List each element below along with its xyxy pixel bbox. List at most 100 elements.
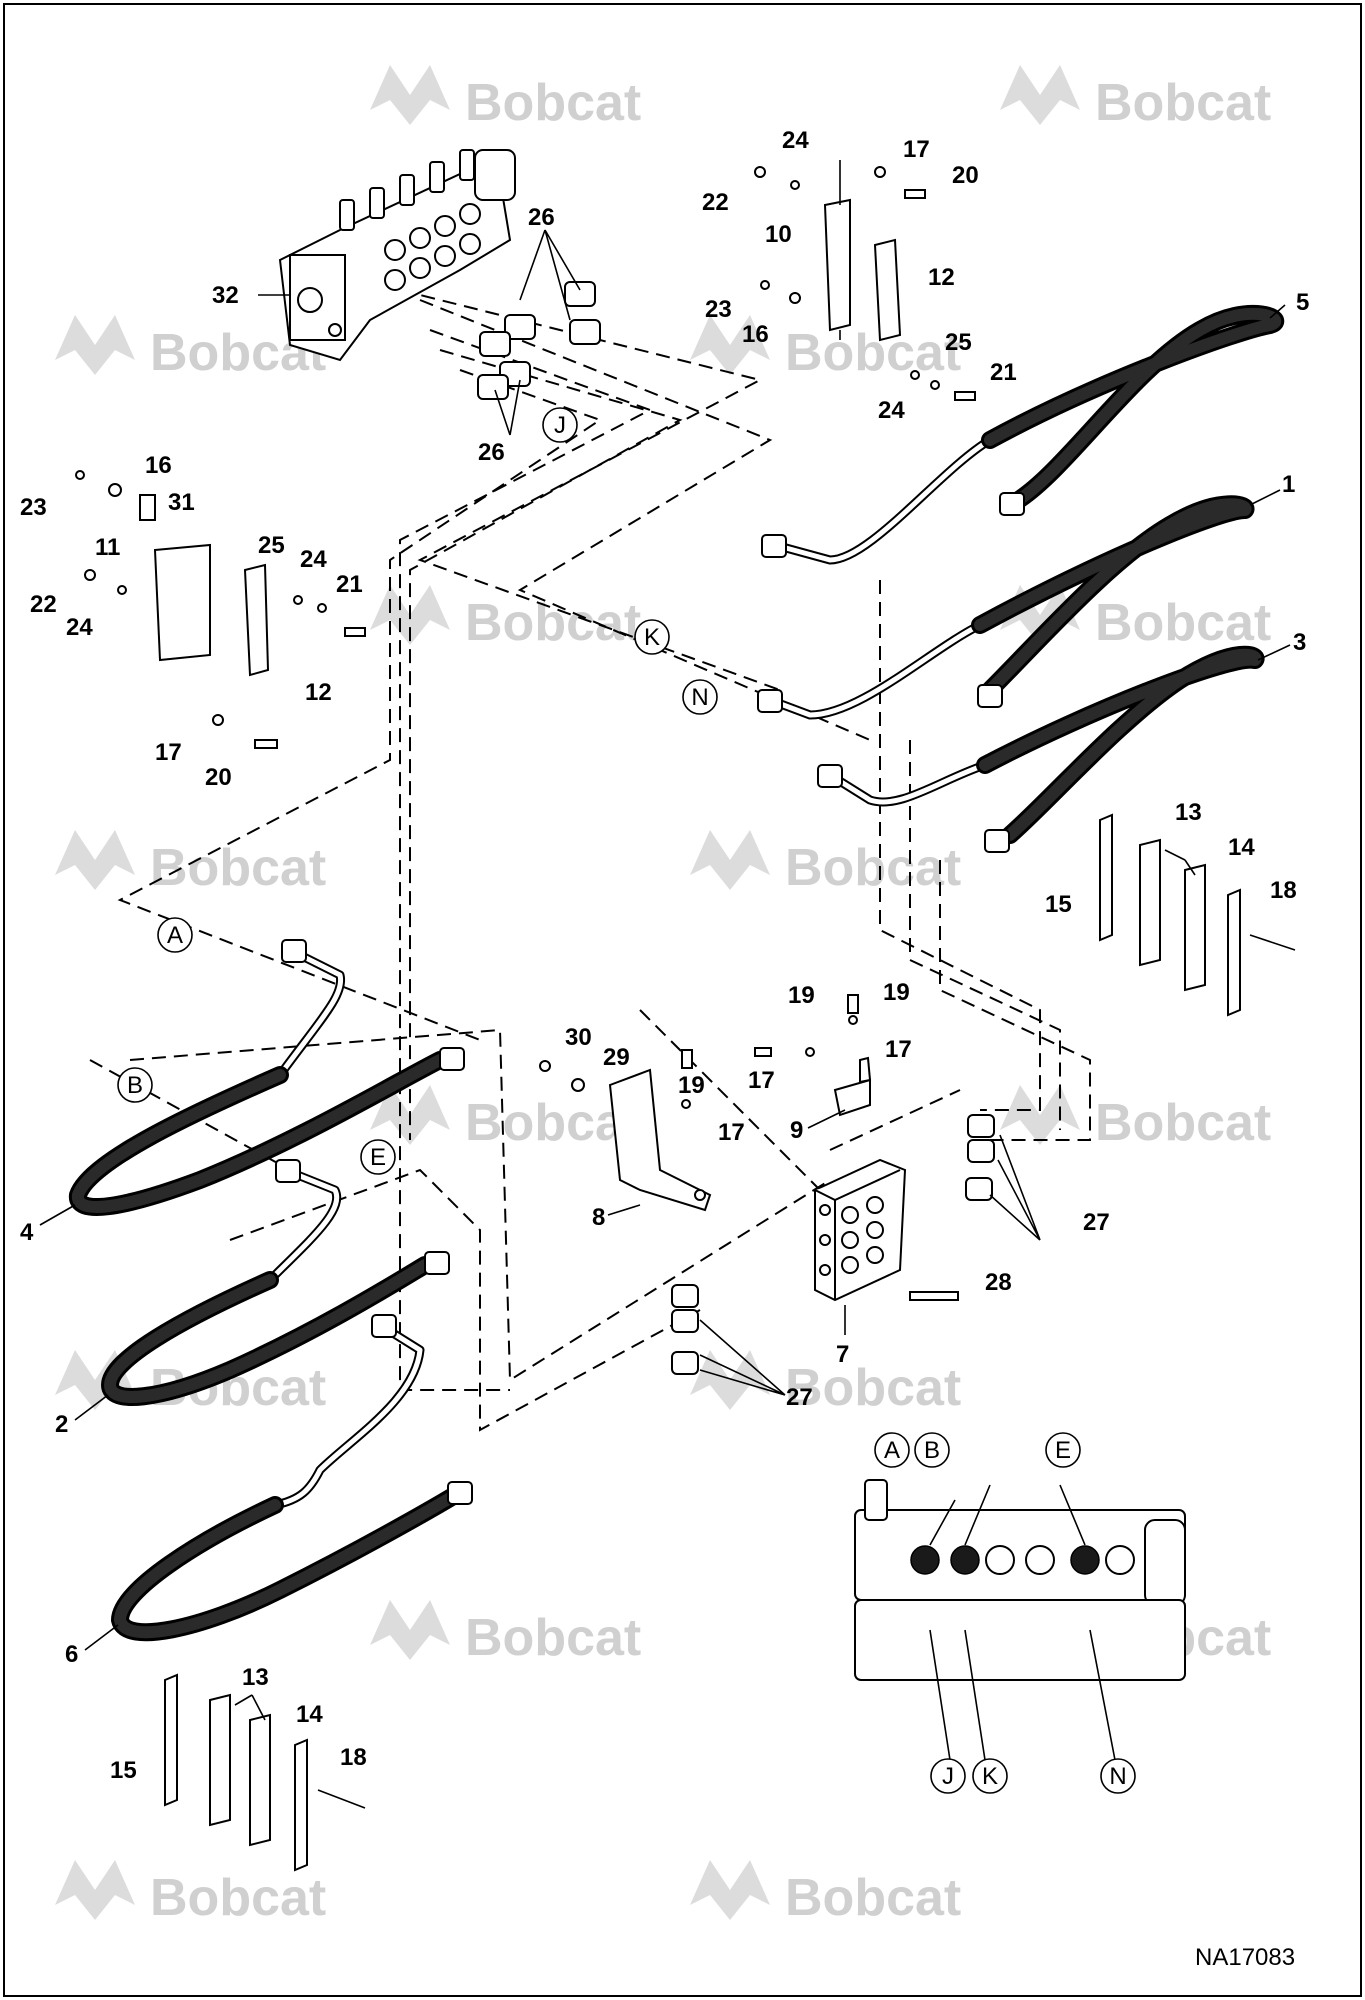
svg-text:N: N xyxy=(1109,1763,1126,1790)
watermark-text: Bobcat xyxy=(1095,1094,1271,1152)
watermark-text: Bobcat xyxy=(1095,594,1271,652)
callout-15-right: 15 xyxy=(1045,891,1072,918)
watermark-text: Bobcat xyxy=(785,324,961,382)
callout-27-right: 27 xyxy=(1083,1209,1110,1236)
watermark-logo: Bobcat xyxy=(55,1860,326,1927)
washer-16-top xyxy=(789,292,801,304)
callout-10: 10 xyxy=(765,221,792,248)
callout-19-a: 19 xyxy=(678,1072,705,1099)
inset-circle-a: A xyxy=(874,1432,910,1468)
bracket-9 xyxy=(754,994,872,1117)
manifold-fittings-27 xyxy=(671,1114,995,1375)
callout-18-right: 18 xyxy=(1270,877,1297,904)
nut-30 xyxy=(539,1060,551,1072)
route-line-e xyxy=(399,329,653,1391)
clamp-13-right-b xyxy=(1184,863,1206,992)
svg-text:E: E xyxy=(370,1144,386,1171)
watermark-text: Bobcat xyxy=(150,1869,326,1927)
watermark-logo: Bobcat xyxy=(690,1350,961,1417)
callout-14-left: 14 xyxy=(296,1701,323,1728)
washer-24-top2 xyxy=(930,380,940,390)
port-circle-n-top: N xyxy=(682,679,718,715)
valve-ports xyxy=(384,203,481,291)
watermark-logo: Bobcat xyxy=(1000,1085,1271,1152)
svg-text:J: J xyxy=(554,412,566,439)
clamp-13-left-a xyxy=(209,1693,231,1827)
diagram-border xyxy=(3,3,1362,1997)
watermark-text: Bobcat xyxy=(465,1609,641,1667)
watermark-text: Bobcat xyxy=(465,74,641,132)
nut-22-left xyxy=(84,569,96,581)
callout-8: 8 xyxy=(592,1204,605,1231)
callout-12-left: 12 xyxy=(305,679,332,706)
bolt-19-b xyxy=(754,1047,772,1057)
callout-13-left: 13 xyxy=(242,1664,269,1691)
bolt-19-c xyxy=(847,994,859,1014)
callout-27-left: 27 xyxy=(786,1384,813,1411)
callout-18-left: 18 xyxy=(340,1744,367,1771)
callout-25-top: 25 xyxy=(945,329,972,356)
svg-text:K: K xyxy=(644,624,660,651)
callout-24-top2: 24 xyxy=(878,397,905,424)
callout-12-top: 12 xyxy=(928,264,955,291)
plate-14-left xyxy=(294,1738,308,1872)
hose-4 xyxy=(68,939,465,1216)
watermark-logo: Bobcat xyxy=(690,830,961,897)
callout-28: 28 xyxy=(985,1269,1012,1296)
callout-20-top: 20 xyxy=(952,162,979,189)
nut-23-top xyxy=(760,280,770,290)
route-line-e2 xyxy=(229,1168,701,1432)
port-circle-j-top: J xyxy=(542,407,578,443)
callout-32: 32 xyxy=(212,282,239,309)
route-line-3b xyxy=(939,860,1091,1141)
callout-26-bottom: 26 xyxy=(478,439,505,466)
hose-3 xyxy=(817,645,1265,853)
route-line-b2 xyxy=(129,1028,831,1382)
route-line-b xyxy=(409,349,683,1140)
watermark-text: Bobcat xyxy=(785,1359,961,1417)
bolt-20-top xyxy=(904,189,926,199)
watermark-logo: Bobcat xyxy=(690,1860,961,1927)
washer-17-top xyxy=(874,166,886,178)
callout-31: 31 xyxy=(168,489,195,516)
nut-23-left xyxy=(75,470,85,480)
bolt-20-left xyxy=(254,739,278,749)
washer-24-top xyxy=(790,180,800,190)
bracket-10 xyxy=(823,198,851,332)
callout-17-left: 17 xyxy=(155,739,182,766)
callout-16-top: 16 xyxy=(742,321,769,348)
bracket-set-top xyxy=(754,160,976,401)
callout-15-left: 15 xyxy=(110,1757,137,1784)
port-circle-e-left: E xyxy=(360,1139,396,1175)
svg-text:K: K xyxy=(982,1763,998,1790)
callout-17-a: 17 xyxy=(718,1119,745,1146)
callout-9: 9 xyxy=(790,1117,803,1144)
callout-4: 4 xyxy=(20,1219,34,1246)
plate-15-left xyxy=(164,1673,178,1807)
figure-id-label: NA17083 xyxy=(1195,1944,1295,1971)
callout-5: 5 xyxy=(1296,289,1309,316)
callout-labels: 5 1 3 4 2 6 7 8 9 10 11 12 12 13 13 14 1… xyxy=(20,127,1309,1784)
bolt-21-top xyxy=(954,391,976,401)
clip-31 xyxy=(139,494,156,521)
washer-17-left xyxy=(212,714,224,726)
route-line-manifold xyxy=(829,1089,961,1151)
watermark-text: Bobcat xyxy=(150,839,326,897)
valve-fittings xyxy=(477,281,601,400)
hose-2 xyxy=(101,1159,450,1406)
plate-14-right xyxy=(1227,888,1241,1017)
callout-2: 2 xyxy=(55,1411,68,1438)
callout-25-left: 25 xyxy=(258,532,285,559)
callout-24-top: 24 xyxy=(782,127,809,154)
port-letter-circles: J K N A B E A B xyxy=(117,407,1136,1794)
callout-3: 3 xyxy=(1293,629,1306,656)
callout-24-left2: 24 xyxy=(300,546,327,573)
clamp-13-right-a xyxy=(1139,838,1161,967)
plate-15-right xyxy=(1099,813,1113,942)
washer-25-left xyxy=(293,595,303,605)
clamp-set-right xyxy=(1099,813,1296,1017)
bolt-21-left xyxy=(344,627,366,637)
washer-24-left xyxy=(117,585,127,595)
watermark-logo: Bobcat xyxy=(55,315,326,382)
bracket-set-left xyxy=(75,470,366,749)
